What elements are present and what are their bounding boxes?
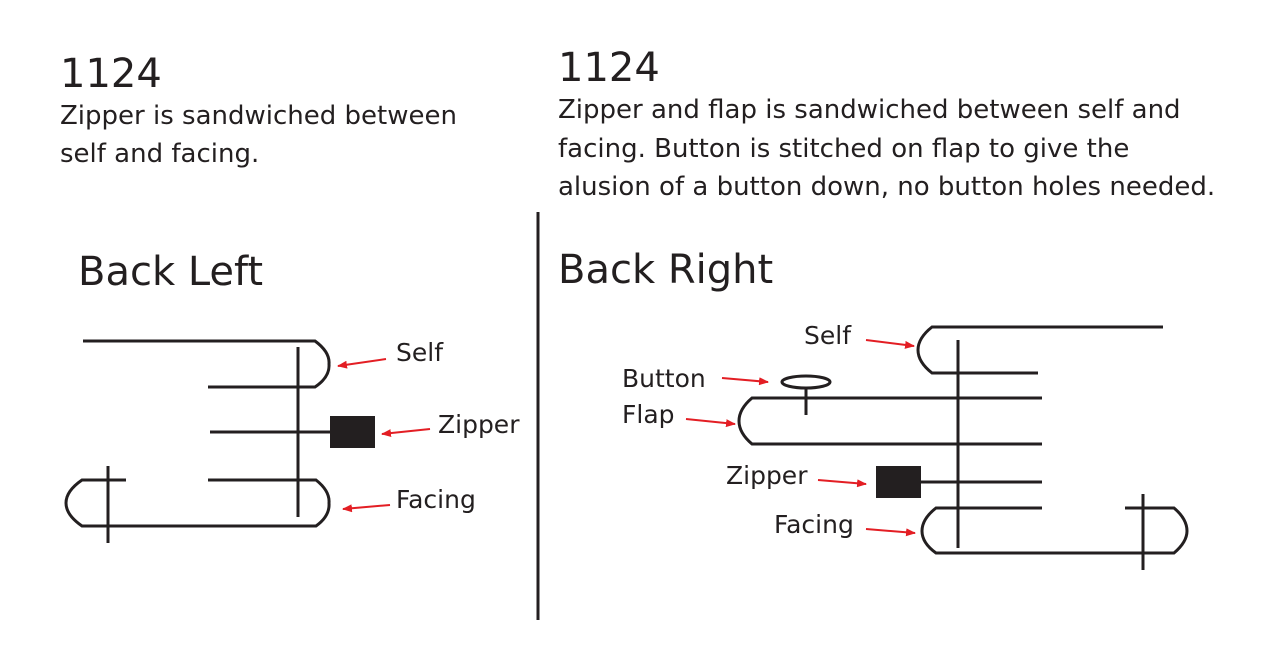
right-arrow-zipper	[817, 479, 867, 488]
left-arrow-self	[337, 358, 387, 369]
right-description-line-1: Zipper and flap is sandwiched between se…	[558, 95, 1181, 125]
right-arrow-self	[865, 339, 915, 349]
right-code: 1124	[558, 45, 660, 91]
right-label-button: Button	[622, 364, 706, 393]
right-label-flap: Flap	[622, 400, 675, 429]
left-arrow-facing	[342, 504, 391, 513]
right-label-zipper: Zipper	[726, 461, 808, 490]
right-arrow-button	[721, 377, 769, 386]
right-self-layer	[916, 325, 1163, 375]
left-self-layer	[83, 339, 331, 389]
left-label-facing: Facing	[396, 485, 476, 514]
left-label-zipper: Zipper	[438, 410, 520, 439]
left-code: 1124	[60, 51, 162, 97]
left-description-line-2: self and facing.	[60, 139, 260, 169]
right-zipper-block	[876, 466, 921, 498]
right-arrow-facing	[865, 528, 916, 537]
right-arrow-flap	[685, 418, 736, 428]
right-heading: Back Right	[558, 247, 774, 293]
right-description-line-3: alusion of a button down, no button hole…	[558, 172, 1216, 202]
right-flap-layer	[737, 396, 1042, 446]
right-facing-layer	[920, 506, 1189, 555]
left-label-self: Self	[396, 338, 443, 367]
right-button-icon	[780, 374, 832, 390]
left-zipper-block	[330, 416, 375, 448]
left-arrow-zipper	[381, 428, 431, 438]
left-facing-layer	[64, 478, 331, 528]
right-description-line-2: facing. Button is stitched on flap to gi…	[558, 134, 1130, 164]
left-description-line-1: Zipper is sandwiched between	[60, 101, 457, 131]
right-label-facing: Facing	[774, 510, 854, 539]
right-label-self: Self	[804, 321, 851, 350]
left-heading: Back Left	[78, 249, 264, 295]
